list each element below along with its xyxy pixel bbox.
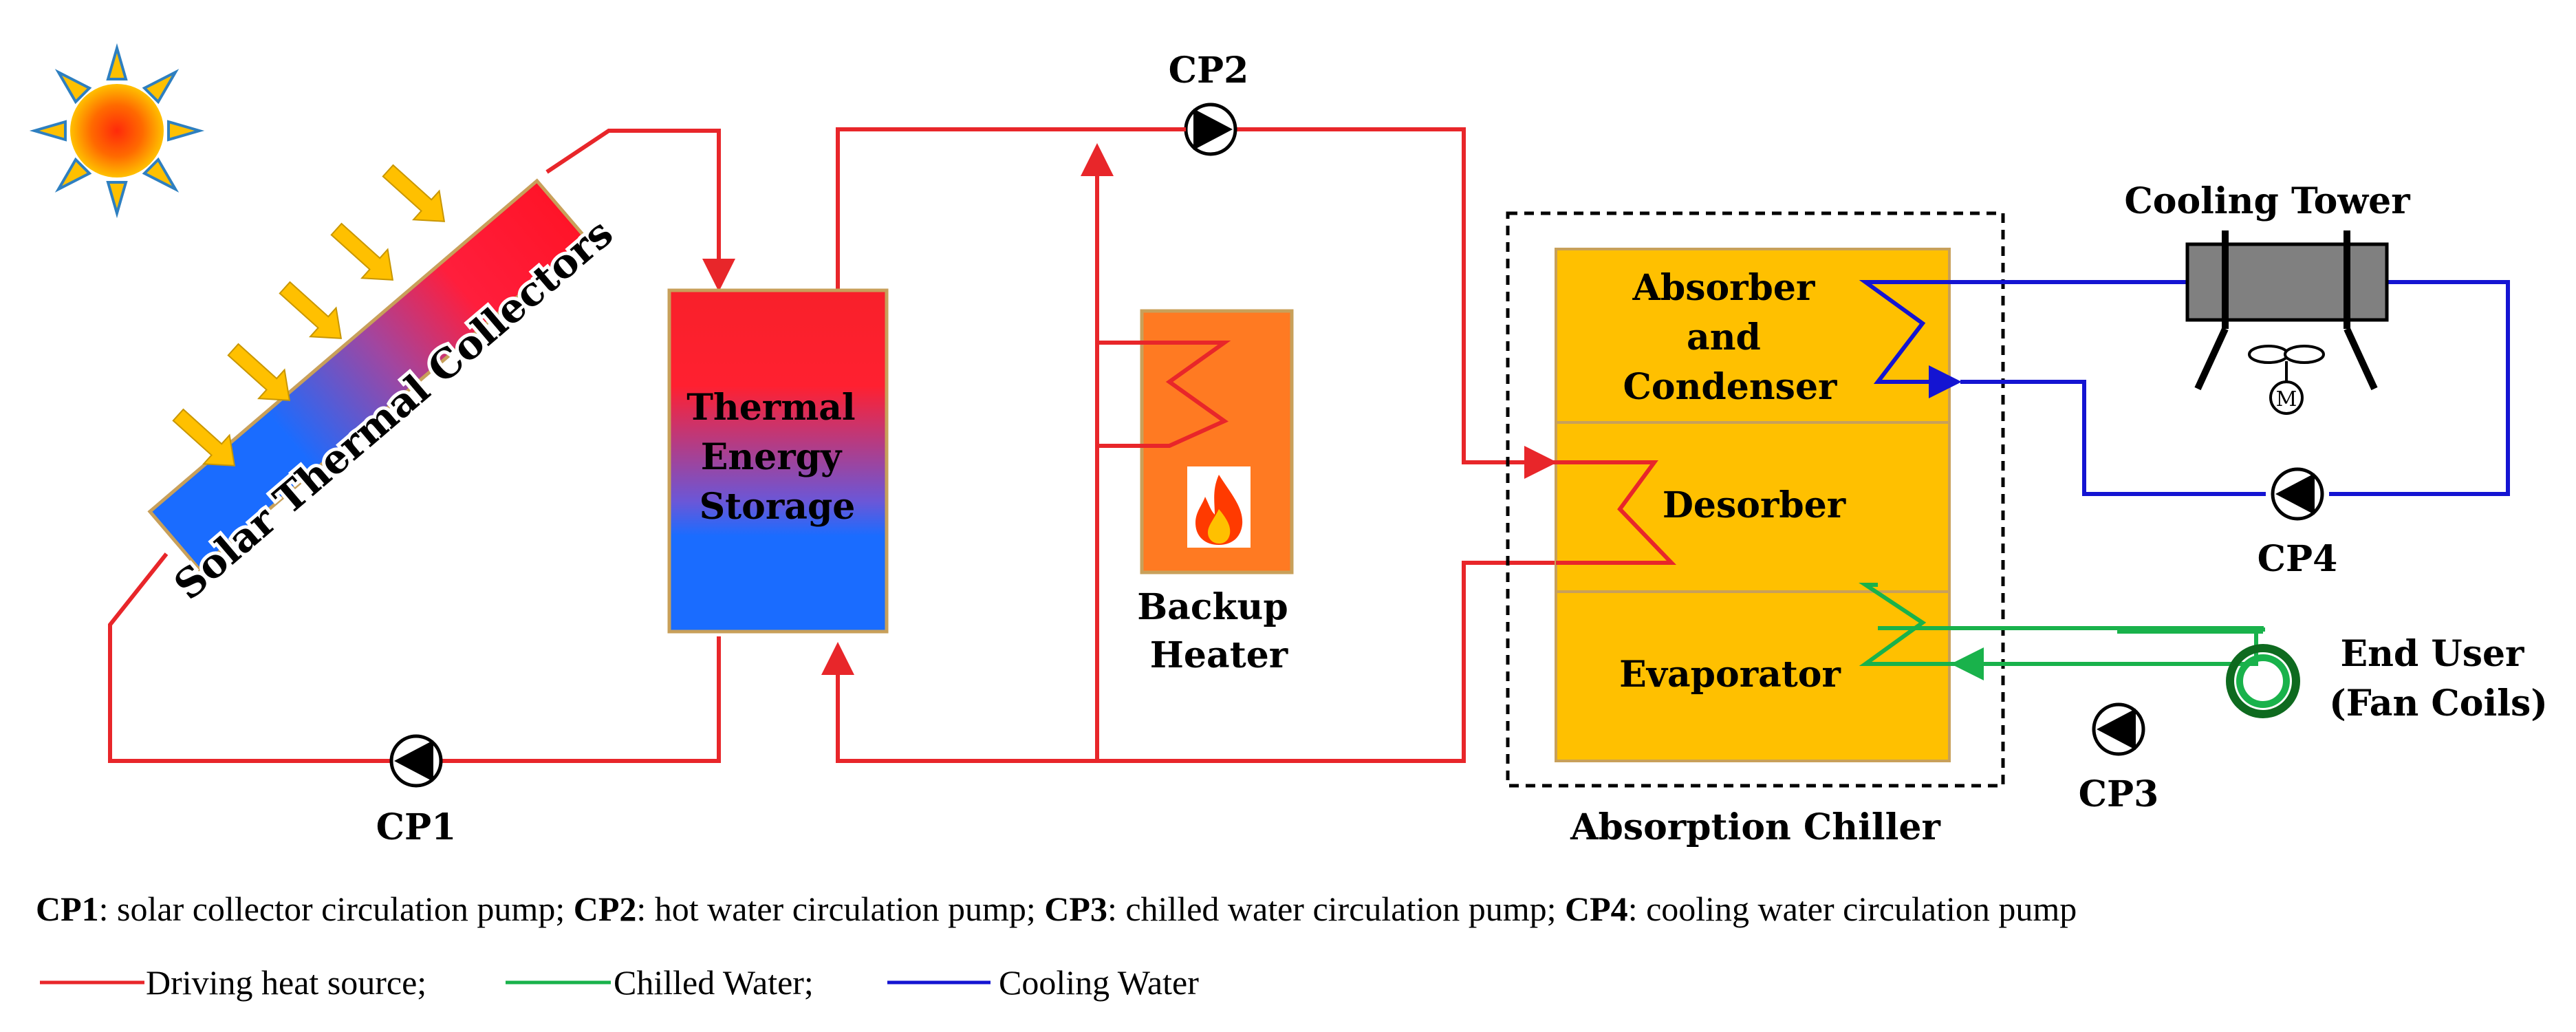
svg-text:Backup Heater: Backup Heater xyxy=(1137,586,1301,676)
solar-collector xyxy=(147,178,589,572)
legend-cp2-desc: : hot water circulation pump; xyxy=(636,890,1035,928)
evaporator-label: Evaporator xyxy=(1619,654,1841,696)
legend-cp1-code: CP1 xyxy=(36,890,99,928)
legend-cooling-label: Cooling Water xyxy=(999,963,1199,1002)
storage-label-1: Thermal xyxy=(686,387,855,429)
pump-cp1-icon xyxy=(389,734,443,788)
legend-cp4-desc: : cooling water circulation pump xyxy=(1628,890,2077,928)
end-user-label-2: (Fan Coils) xyxy=(2329,682,2548,724)
legend-hot-label: Driving heat source; xyxy=(146,963,426,1002)
sunray-arrows-icon xyxy=(172,164,446,466)
absorption-chiller xyxy=(1506,211,2005,788)
cooling-tower-label: Cooling Tower xyxy=(2124,180,2410,222)
legend-chilled-label: Chilled Water; xyxy=(614,963,814,1002)
svg-text:Thermal Energy Storage: Thermal Energy Storage xyxy=(686,387,868,528)
pump-cp4-label: CP4 xyxy=(2258,538,2338,580)
thermal-storage-tank xyxy=(667,288,889,634)
pump-cp2-label: CP2 xyxy=(1169,50,1249,92)
storage-label-2: Energy xyxy=(701,436,843,478)
svg-text:Absorber and Condenser: Absorber and Condenser xyxy=(1623,267,1837,408)
absorber-label-2: and xyxy=(1687,316,1761,358)
legend-cp3-code: CP3 xyxy=(1044,890,1107,928)
chiller-label: Absorption Chiller xyxy=(1570,806,1940,848)
sun-icon xyxy=(29,43,205,219)
desorber-coil xyxy=(1549,460,1677,565)
cooling-tower xyxy=(2185,230,2389,391)
flame-icon xyxy=(1187,466,1251,548)
motor-icon: M xyxy=(2269,380,2304,415)
desorber-label: Desorber xyxy=(1663,484,1846,526)
backup-label-2: Heater xyxy=(1150,634,1288,676)
backup-label-1: Backup xyxy=(1137,586,1288,628)
legend-cp1-desc: : solar collector circulation pump; xyxy=(99,890,565,928)
svg-text:End User (Fan Coils): End User (Fan Coils) xyxy=(2329,633,2548,724)
legend-cp2-code: CP2 xyxy=(574,890,637,928)
fan-coil-icon xyxy=(2226,644,2300,718)
fan-icon xyxy=(2248,345,2325,382)
pump-cp3-label: CP3 xyxy=(2079,773,2159,815)
pump-cp4-icon xyxy=(2271,467,2324,521)
pump-cp2-icon xyxy=(1184,103,1237,156)
motor-glyph: M xyxy=(2276,387,2297,411)
pump-cp1-label: CP1 xyxy=(376,806,457,848)
storage-label-3: Storage xyxy=(700,486,856,528)
legend-cp3-desc: : chilled water circulation pump; xyxy=(1107,890,1557,928)
pump-cp3-icon xyxy=(2092,702,2145,756)
absorber-label-3: Condenser xyxy=(1623,366,1837,408)
cooling-water-pipes xyxy=(1859,280,2510,496)
pump-legend: CP1: solar collector circulation pump; C… xyxy=(36,890,2077,928)
line-legend: Driving heat source; Chilled Water; Cool… xyxy=(40,963,1199,1002)
legend-cp4-code: CP4 xyxy=(1565,890,1628,928)
collector-label: Solar Thermal Collectors xyxy=(165,209,622,609)
end-user-label-1: End User xyxy=(2340,633,2524,675)
absorber-label-1: Absorber xyxy=(1632,267,1815,309)
